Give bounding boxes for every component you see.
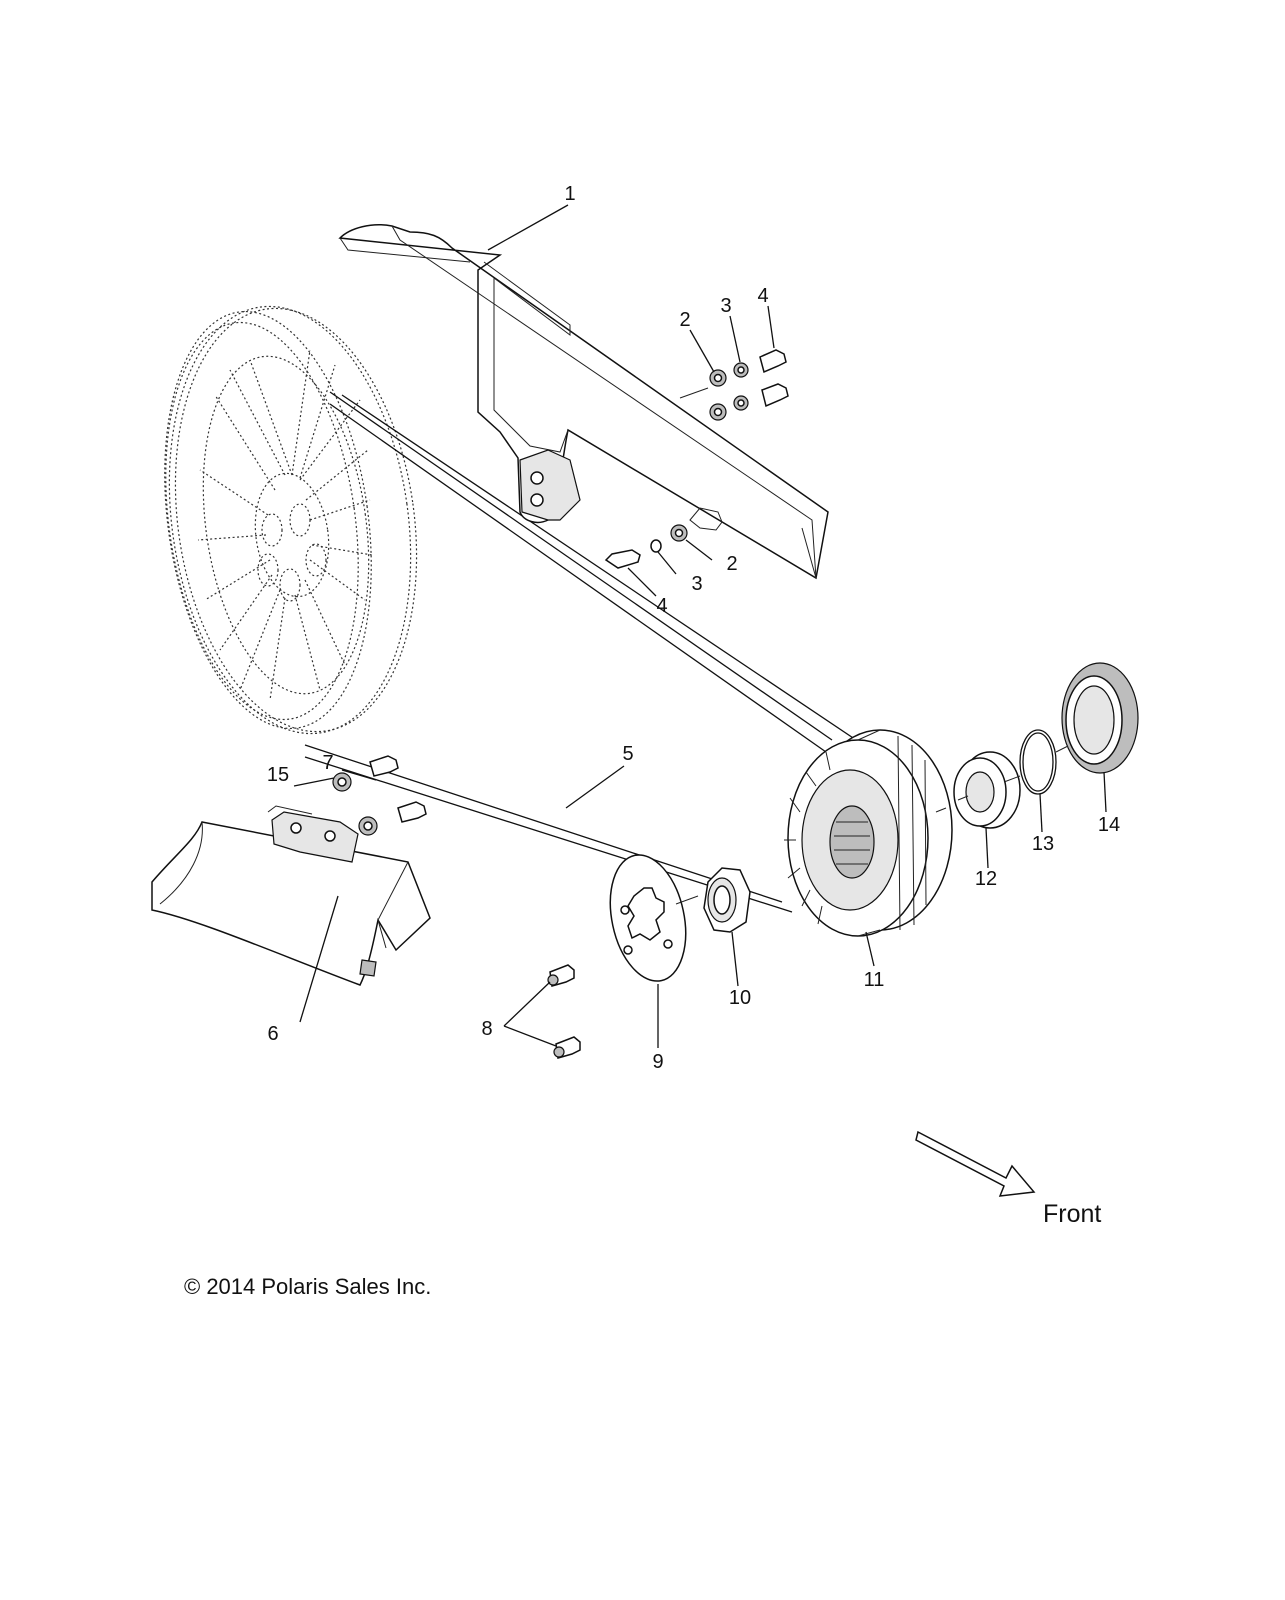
lower-belt-cover [151, 805, 431, 986]
axis-line-nut [675, 895, 699, 905]
callout-12: 12 [975, 868, 997, 890]
spacer [953, 751, 1021, 829]
callout-2-lower: 2 [726, 553, 737, 575]
front-direction-arrow [915, 1130, 1036, 1197]
callout-6: 6 [267, 1023, 278, 1045]
callout-11: 11 [864, 969, 885, 991]
upper-mount-hardware [679, 349, 789, 421]
o-ring [1019, 729, 1057, 795]
lower-mount-hardware [604, 524, 688, 569]
belt-guard [338, 224, 829, 580]
axis-line [935, 745, 1069, 813]
callout-1: 1 [564, 183, 575, 205]
callout-3-lower: 3 [691, 573, 702, 595]
callout-15: 15 [267, 764, 289, 786]
callout-8: 8 [481, 1018, 492, 1040]
callout-3-upper: 3 [720, 295, 731, 317]
lock-nut [703, 867, 751, 933]
callout-9: 9 [652, 1051, 663, 1073]
front-label: Front [1043, 1200, 1101, 1228]
callout-4-lower: 4 [656, 595, 667, 617]
lock-plate [609, 854, 687, 982]
callout-4-upper: 4 [757, 285, 768, 307]
callout-14: 14 [1098, 814, 1120, 836]
front-drive-pulley [784, 729, 953, 937]
callout-10: 10 [729, 987, 751, 1009]
callout-7: 7 [322, 752, 333, 774]
seal [1061, 662, 1139, 774]
copyright-notice: © 2014 Polaris Sales Inc. [184, 1274, 431, 1299]
lock-plate-screws [547, 964, 581, 1059]
callout-2-upper: 2 [679, 309, 690, 331]
rear-wheel-pulley-phantom [164, 305, 418, 735]
callout-5: 5 [622, 743, 633, 765]
leader-lines [293, 204, 1107, 1048]
lower-cover-hardware [332, 755, 427, 836]
callout-13: 13 [1032, 833, 1054, 855]
drive-belt [304, 391, 881, 913]
